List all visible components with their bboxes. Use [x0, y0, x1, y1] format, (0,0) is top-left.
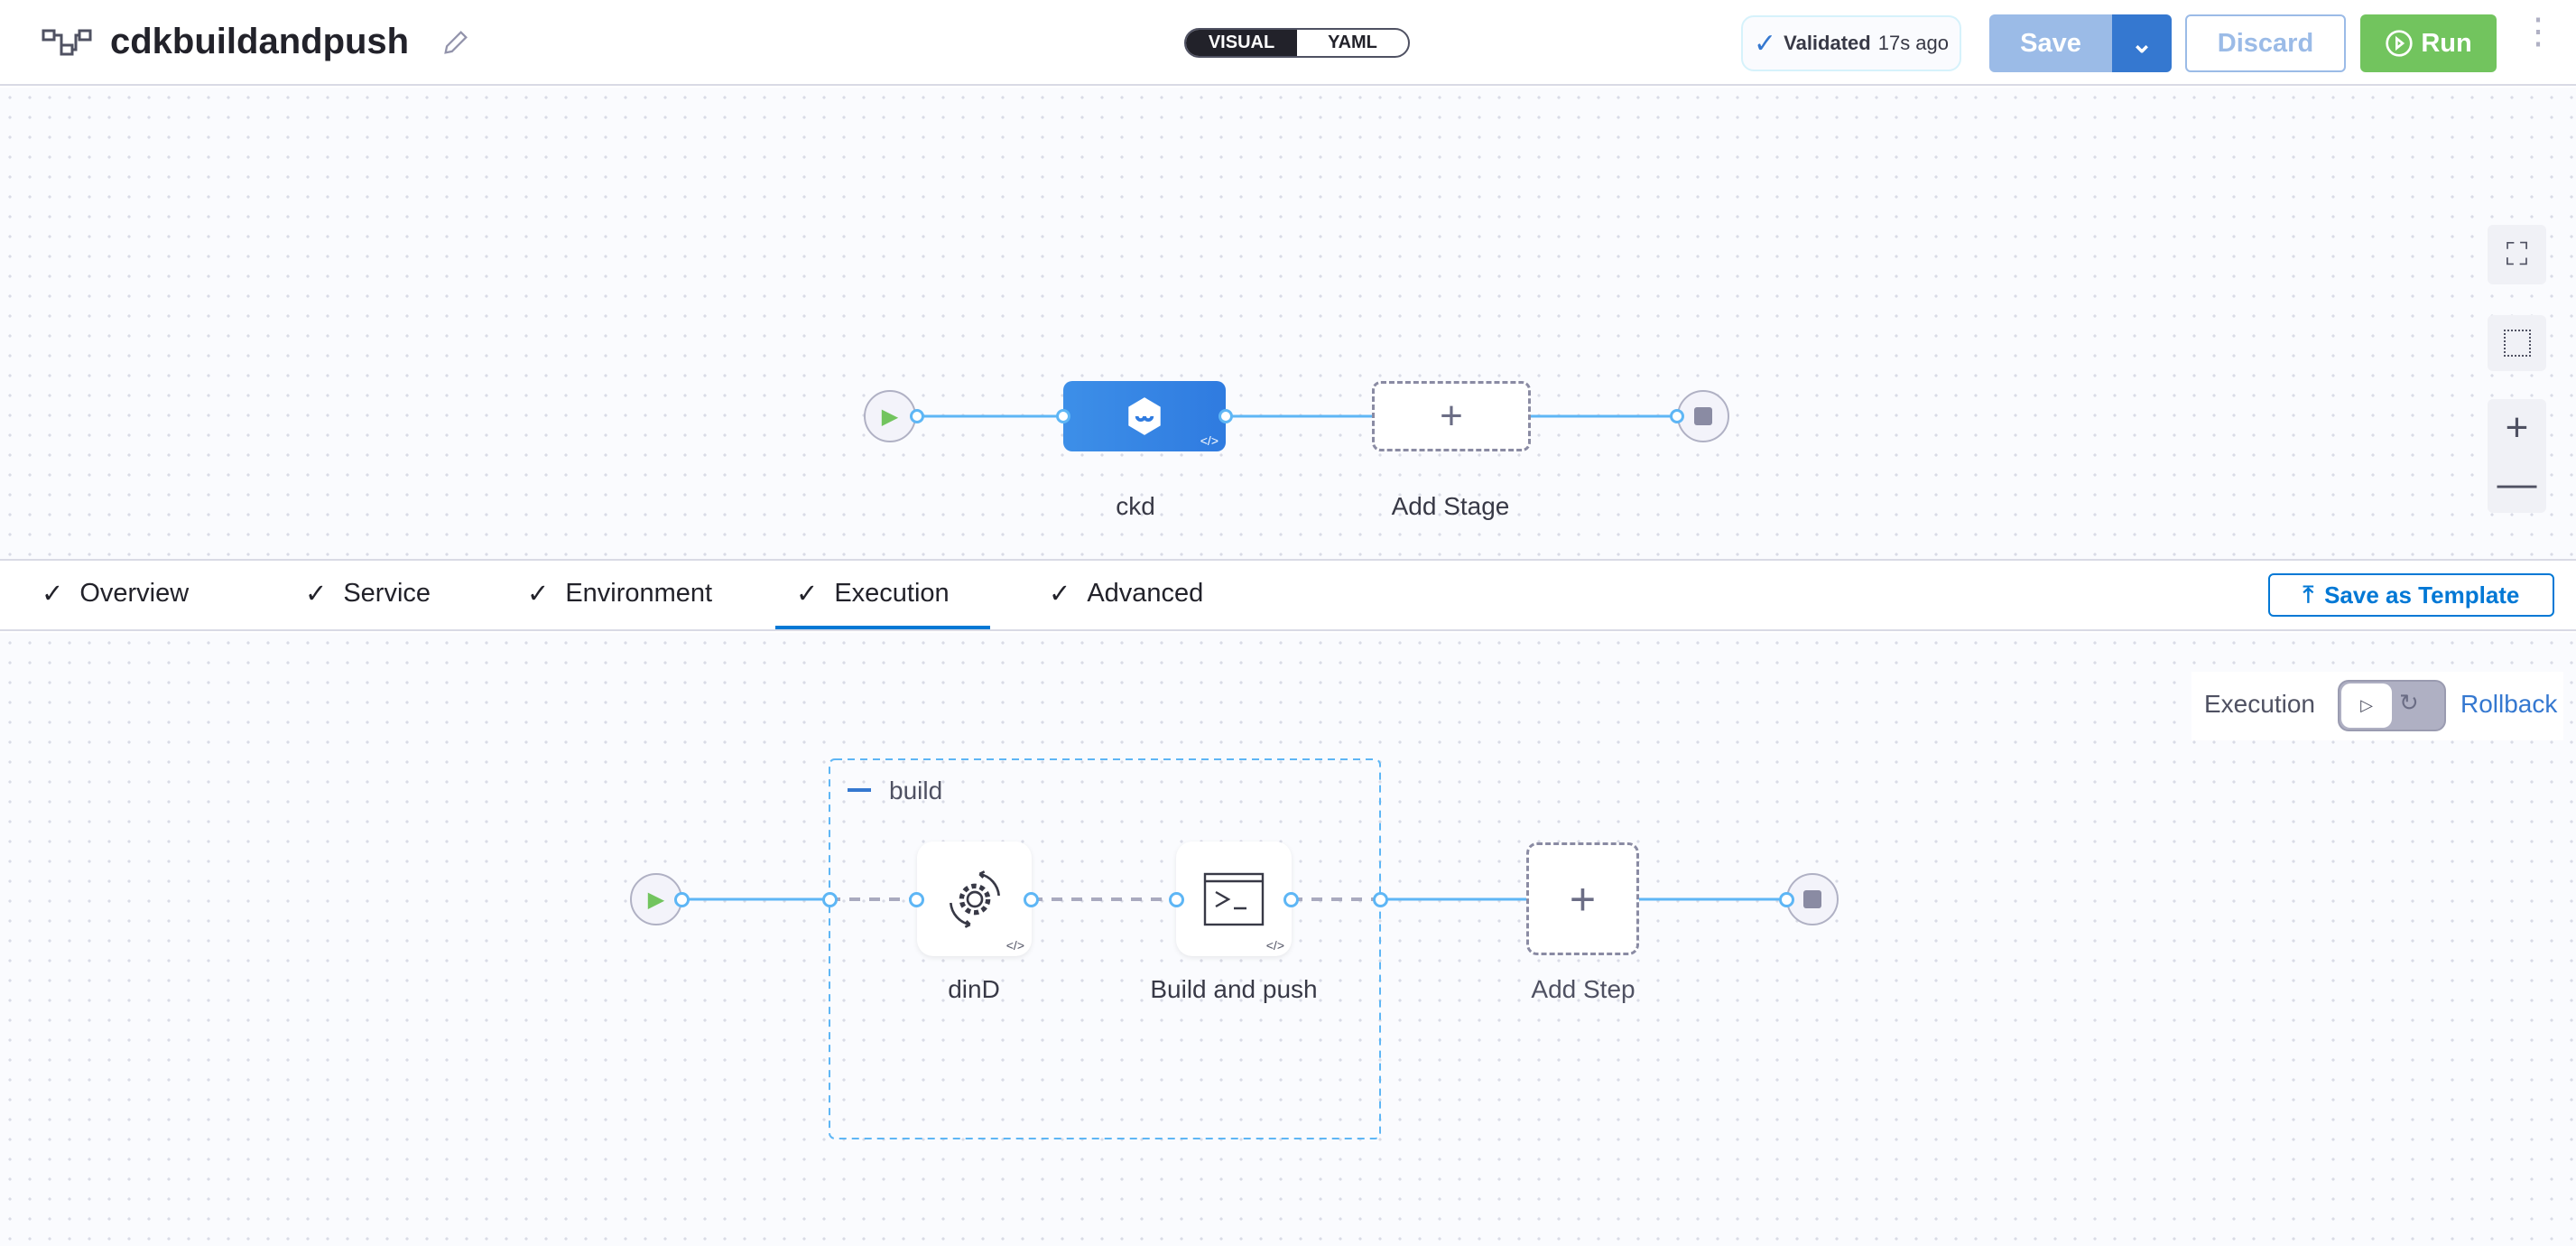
- add-stage-button[interactable]: +: [1372, 381, 1531, 451]
- stage-label: ckd: [1116, 492, 1155, 520]
- active-tab-indicator: [775, 626, 990, 629]
- check-icon: ✓: [796, 580, 819, 609]
- code-icon: </>: [1200, 433, 1219, 448]
- port: [1373, 892, 1388, 907]
- tab-overview[interactable]: ✓ Overview: [42, 578, 189, 609]
- port: [1169, 892, 1184, 907]
- check-icon: ✓: [527, 580, 550, 609]
- code-icon: </>: [1005, 938, 1024, 953]
- collapse-group-icon[interactable]: [848, 788, 871, 792]
- check-icon: ✓: [305, 580, 328, 609]
- validated-label: Validated: [1784, 32, 1871, 54]
- port: [822, 892, 838, 907]
- view-toggle[interactable]: VISUAL YAML: [1184, 28, 1410, 58]
- tab-advanced[interactable]: ✓ Advanced: [1049, 578, 1203, 609]
- step-group-border: [829, 758, 1381, 1139]
- pipeline-title: cdkbuildandpush: [110, 22, 410, 61]
- port: [1779, 892, 1794, 907]
- stage-tabs: [0, 559, 2576, 631]
- select-area-button[interactable]: [2488, 315, 2546, 371]
- port: [674, 892, 690, 907]
- port: [1024, 892, 1039, 907]
- step-label: Build and push: [1150, 975, 1318, 1003]
- step-group-name: build: [889, 776, 943, 804]
- port: [909, 892, 924, 907]
- run-button[interactable]: Run: [2360, 14, 2497, 72]
- zoom-in-icon[interactable]: +: [2505, 405, 2529, 450]
- play-icon: ▶: [881, 404, 899, 429]
- discard-button[interactable]: Discard: [2185, 14, 2346, 72]
- pipeline-canvas: [0, 88, 2576, 559]
- save-template-label: Save as Template: [2324, 581, 2520, 609]
- add-step-label: Add Step: [1531, 975, 1635, 1003]
- stop-icon: [1803, 890, 1821, 908]
- run-label: Run: [2421, 28, 2472, 58]
- zoom-controls: +—: [2488, 399, 2546, 513]
- port: [1283, 892, 1299, 907]
- plus-icon: +: [1569, 873, 1597, 925]
- play-icon: ▶: [647, 887, 665, 912]
- port: [1056, 409, 1070, 423]
- pipeline-start-node: ▶: [864, 390, 916, 442]
- tab-label: Advanced: [1087, 579, 1204, 608]
- chevron-down-icon: ⌄: [2130, 29, 2154, 59]
- selection-icon: [2503, 330, 2531, 357]
- tab-execution[interactable]: ✓ Execution: [796, 578, 950, 609]
- step-node-dind[interactable]: </>: [917, 842, 1032, 956]
- gear-sync-icon: [949, 869, 1000, 928]
- tab-environment[interactable]: ✓ Environment: [527, 578, 712, 609]
- save-button[interactable]: Save: [1989, 14, 2112, 72]
- stage-node-ckd[interactable]: </>: [1063, 381, 1226, 451]
- tab-label: Service: [343, 579, 431, 608]
- execution-start-node: ▶: [630, 873, 682, 925]
- fullscreen-button[interactable]: ⛶: [2488, 225, 2546, 284]
- rollback-link[interactable]: Rollback: [2460, 690, 2558, 718]
- rollback-view-icon: ↻: [2399, 689, 2419, 716]
- port: [1219, 409, 1233, 423]
- port: [910, 409, 924, 423]
- fullscreen-icon: ⛶: [2506, 237, 2528, 272]
- step-node-build-and-push[interactable]: </>: [1176, 842, 1292, 956]
- code-icon: </>: [1265, 938, 1284, 953]
- port: [1670, 409, 1684, 423]
- add-stage-label: Add Stage: [1391, 492, 1510, 520]
- save-dropdown-button[interactable]: ⌄: [2112, 14, 2172, 72]
- check-icon: ✓: [1753, 28, 1777, 59]
- tab-service[interactable]: ✓ Service: [305, 578, 431, 609]
- tab-label: Overview: [79, 579, 190, 608]
- yaml-option[interactable]: YAML: [1328, 33, 1377, 52]
- tab-label: Execution: [834, 579, 950, 608]
- validation-status[interactable]: ✓ Validated 17s ago: [1741, 15, 1961, 71]
- stop-icon: [1694, 407, 1712, 425]
- validated-time: 17s ago: [1877, 32, 1950, 54]
- header: cdkbuildandpush VISUAL YAML ✓ Validated …: [0, 0, 2576, 86]
- execution-rollback-toggle[interactable]: ▷ ↻: [2338, 680, 2446, 731]
- step-label: dinD: [948, 975, 1000, 1003]
- visual-option[interactable]: VISUAL: [1186, 30, 1297, 56]
- pipeline-icon: [42, 29, 92, 56]
- save-as-template-button[interactable]: ⤒ Save as Template: [2268, 573, 2554, 617]
- execution-view-icon: ▷: [2341, 683, 2392, 728]
- edit-icon[interactable]: [440, 27, 471, 58]
- play-circle-icon: [2386, 30, 2413, 57]
- execution-label: Execution: [2204, 690, 2315, 718]
- terminal-icon: [1203, 872, 1265, 925]
- check-icon: ✓: [1049, 580, 1071, 609]
- tab-label: Environment: [565, 579, 713, 608]
- ci-stage-icon: [1128, 397, 1161, 435]
- pipeline-end-node: [1677, 390, 1729, 442]
- zoom-out-icon[interactable]: —: [2497, 461, 2537, 506]
- check-icon: ✓: [42, 580, 64, 609]
- upload-icon: ⤒: [2303, 581, 2314, 608]
- plus-icon: +: [1440, 394, 1463, 438]
- add-step-button[interactable]: +: [1526, 842, 1639, 955]
